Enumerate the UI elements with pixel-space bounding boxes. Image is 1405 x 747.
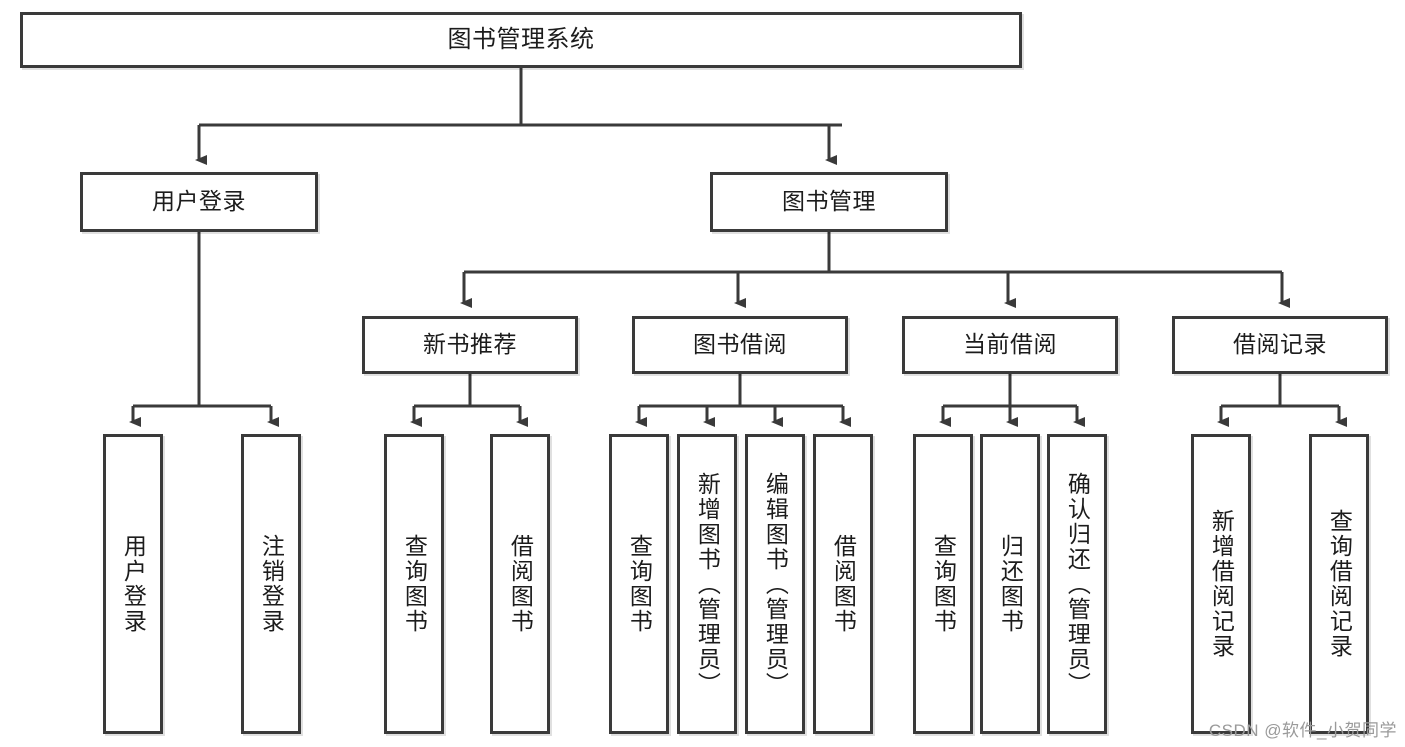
node-label: 查询图书 [401,534,428,634]
node-label: 借阅记录 [1233,331,1327,358]
node-leaf-edit-book[interactable]: 编辑图书（管理员） [745,434,805,734]
watermark: CSDN @软件_小贺同学 [1208,721,1397,740]
node-leaf-borrow-book-1[interactable]: 借阅图书 [490,434,550,734]
node-label: 图书借阅 [693,331,787,358]
node-label: 新增借阅记录 [1208,509,1235,659]
node-current-borrow[interactable]: 当前借阅 [902,316,1118,374]
node-label: 用户登录 [120,534,147,634]
node-label: 图书管理系统 [447,25,595,53]
node-label: 查询图书 [930,534,957,634]
node-leaf-add-record[interactable]: 新增借阅记录 [1191,434,1251,734]
node-root-system[interactable]: 图书管理系统 [20,12,1022,68]
node-label: 当前借阅 [963,331,1057,358]
node-label: 注销登录 [258,534,285,634]
node-leaf-borrow-book-2[interactable]: 借阅图书 [813,434,873,734]
node-borrow-record[interactable]: 借阅记录 [1172,316,1388,374]
node-label: 借阅图书 [830,534,857,634]
node-label: 编辑图书（管理员） [762,471,789,697]
node-leaf-confirm-return[interactable]: 确认归还（管理员） [1047,434,1107,734]
node-leaf-add-book[interactable]: 新增图书（管理员） [677,434,737,734]
node-label: 查询借阅记录 [1326,509,1353,659]
node-label: 借阅图书 [507,534,534,634]
node-book-manage[interactable]: 图书管理 [710,172,948,232]
node-leaf-query-book-3[interactable]: 查询图书 [913,434,973,734]
node-leaf-user-logout[interactable]: 注销登录 [241,434,301,734]
node-label: 新增图书（管理员） [694,471,721,697]
node-user-login[interactable]: 用户登录 [80,172,318,232]
node-leaf-query-record[interactable]: 查询借阅记录 [1309,434,1369,734]
node-label: 确认归还（管理员） [1064,471,1091,697]
node-label: 查询图书 [626,534,653,634]
node-label: 图书管理 [782,188,876,215]
node-leaf-return-book[interactable]: 归还图书 [980,434,1040,734]
node-leaf-query-book-1[interactable]: 查询图书 [384,434,444,734]
node-leaf-user-login[interactable]: 用户登录 [103,434,163,734]
node-label: 归还图书 [997,534,1024,634]
node-leaf-query-book-2[interactable]: 查询图书 [609,434,669,734]
node-new-book-recommend[interactable]: 新书推荐 [362,316,578,374]
node-label: 新书推荐 [423,331,517,358]
node-book-borrow[interactable]: 图书借阅 [632,316,848,374]
node-label: 用户登录 [152,188,246,215]
